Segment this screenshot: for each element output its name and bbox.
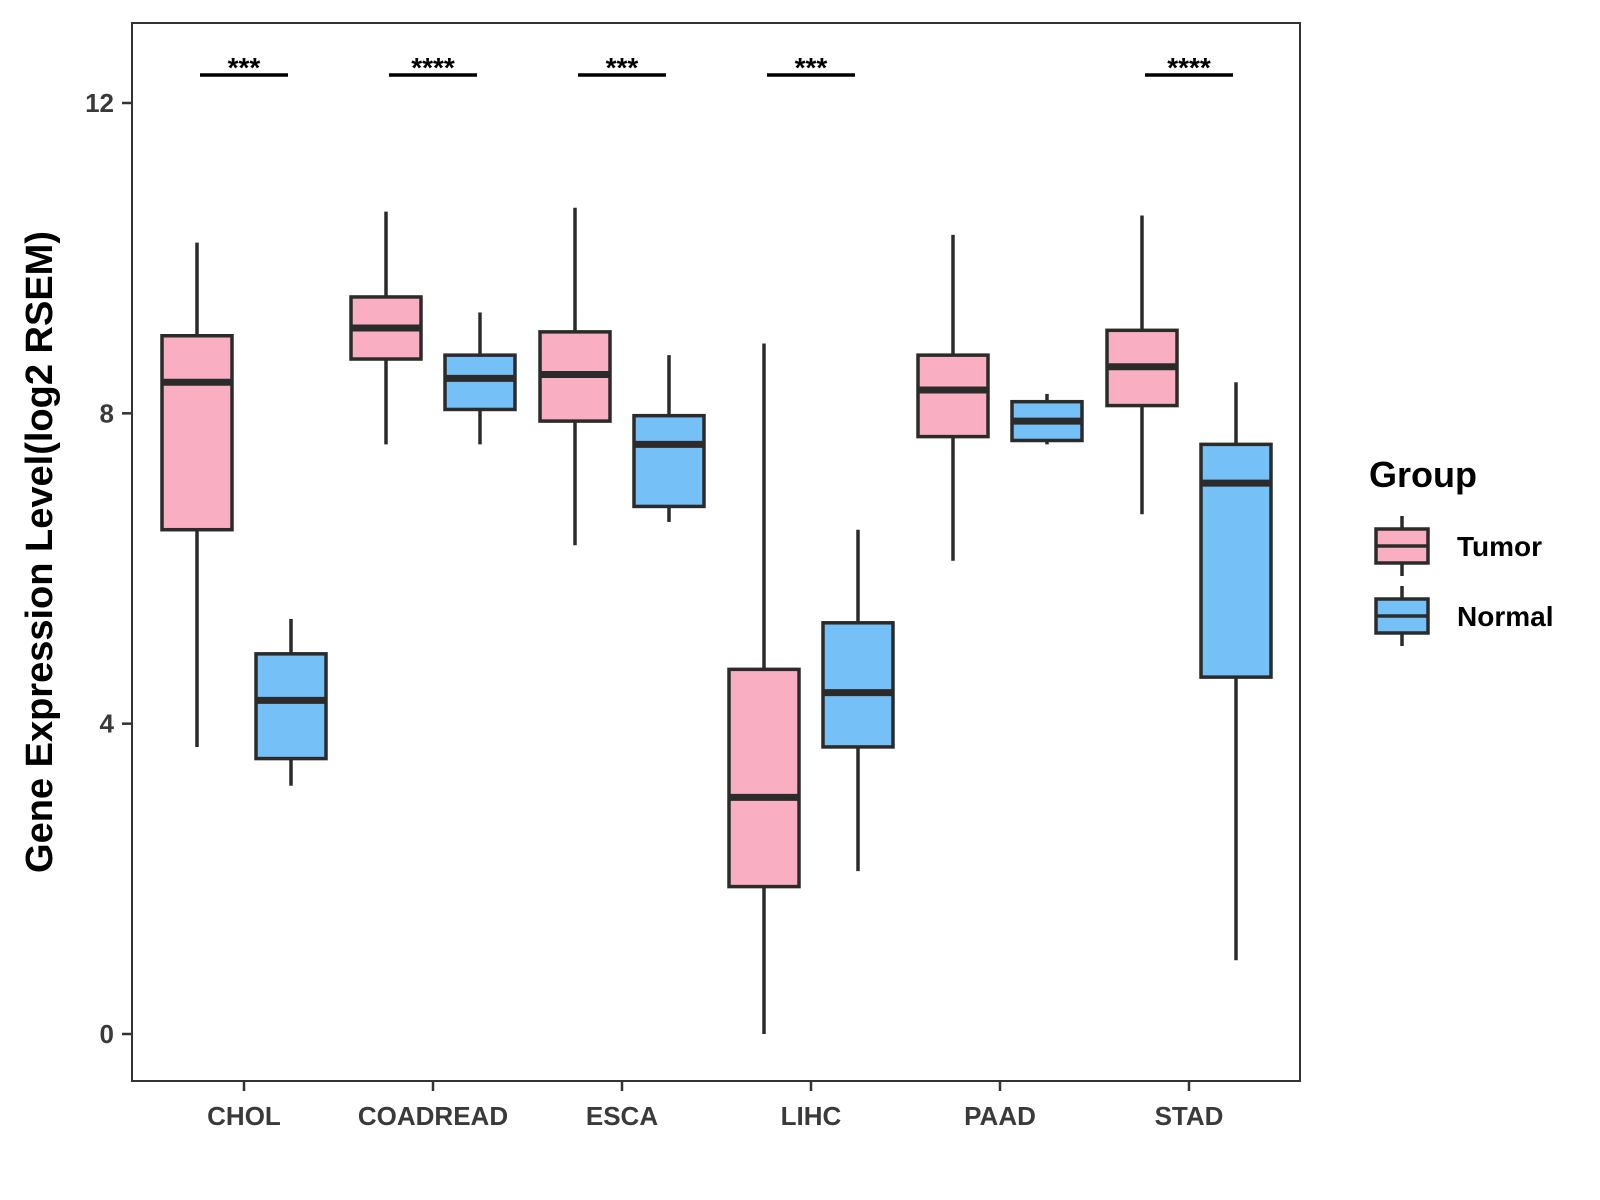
significance-label-esca: *** xyxy=(606,52,639,83)
y-tick-label: 12 xyxy=(85,88,114,118)
box-tumor-lihc xyxy=(727,343,801,1034)
plot-panel-border xyxy=(131,22,1301,1082)
legend-item-tumor: Tumor xyxy=(1374,516,1542,576)
x-tick-label-paad: PAAD xyxy=(964,1101,1036,1131)
box-normal-chol xyxy=(254,618,328,786)
box-iqr xyxy=(821,621,895,749)
box-tumor-chol xyxy=(160,242,234,747)
box-tumor-esca xyxy=(538,207,612,546)
significance-label-lihc: *** xyxy=(795,52,828,83)
box-iqr xyxy=(727,667,801,889)
x-tick-label-coadread: COADREAD xyxy=(358,1101,508,1131)
box-normal-lihc xyxy=(821,529,895,872)
boxes-layer xyxy=(160,207,1273,1034)
x-tick-label-esca: ESCA xyxy=(586,1101,658,1131)
legend-title: Group xyxy=(1369,454,1477,495)
x-axis: CHOL COADREAD ESCA LIHC PAAD STAD xyxy=(207,1081,1223,1131)
x-tick-label-chol: CHOL xyxy=(207,1101,281,1131)
legend-label: Normal xyxy=(1457,601,1553,632)
y-tick-label: 0 xyxy=(100,1019,114,1049)
x-tick-label-stad: STAD xyxy=(1155,1101,1224,1131)
box-normal-stad xyxy=(1199,382,1273,961)
box-tumor-stad xyxy=(1105,215,1179,515)
box-iqr xyxy=(916,353,990,439)
x-tick-label-lihc: LIHC xyxy=(781,1101,842,1131)
y-axis: 0 4 8 12 xyxy=(85,88,132,1049)
legend-label: Tumor xyxy=(1457,531,1542,562)
significance-label-coadread: **** xyxy=(411,52,455,83)
box-normal-esca xyxy=(632,355,706,522)
significance-layer: ***************** xyxy=(200,52,1233,83)
box-tumor-paad xyxy=(916,234,990,561)
box-iqr xyxy=(1199,442,1273,679)
box-iqr xyxy=(632,413,706,509)
box-normal-coadread xyxy=(443,312,517,445)
y-tick-label: 4 xyxy=(100,709,115,739)
box-iqr xyxy=(160,334,234,532)
y-axis-title: Gene Expression Level(log2 RSEM) xyxy=(19,231,61,873)
legend-item-normal: Normal xyxy=(1374,586,1553,646)
box-normal-paad xyxy=(1010,393,1084,445)
y-tick-label: 8 xyxy=(100,398,114,428)
box-iqr xyxy=(443,353,517,412)
box-tumor-coadread xyxy=(349,211,423,445)
significance-label-stad: **** xyxy=(1167,52,1211,83)
box-iqr xyxy=(254,652,328,761)
significance-label-chol: *** xyxy=(228,52,261,83)
